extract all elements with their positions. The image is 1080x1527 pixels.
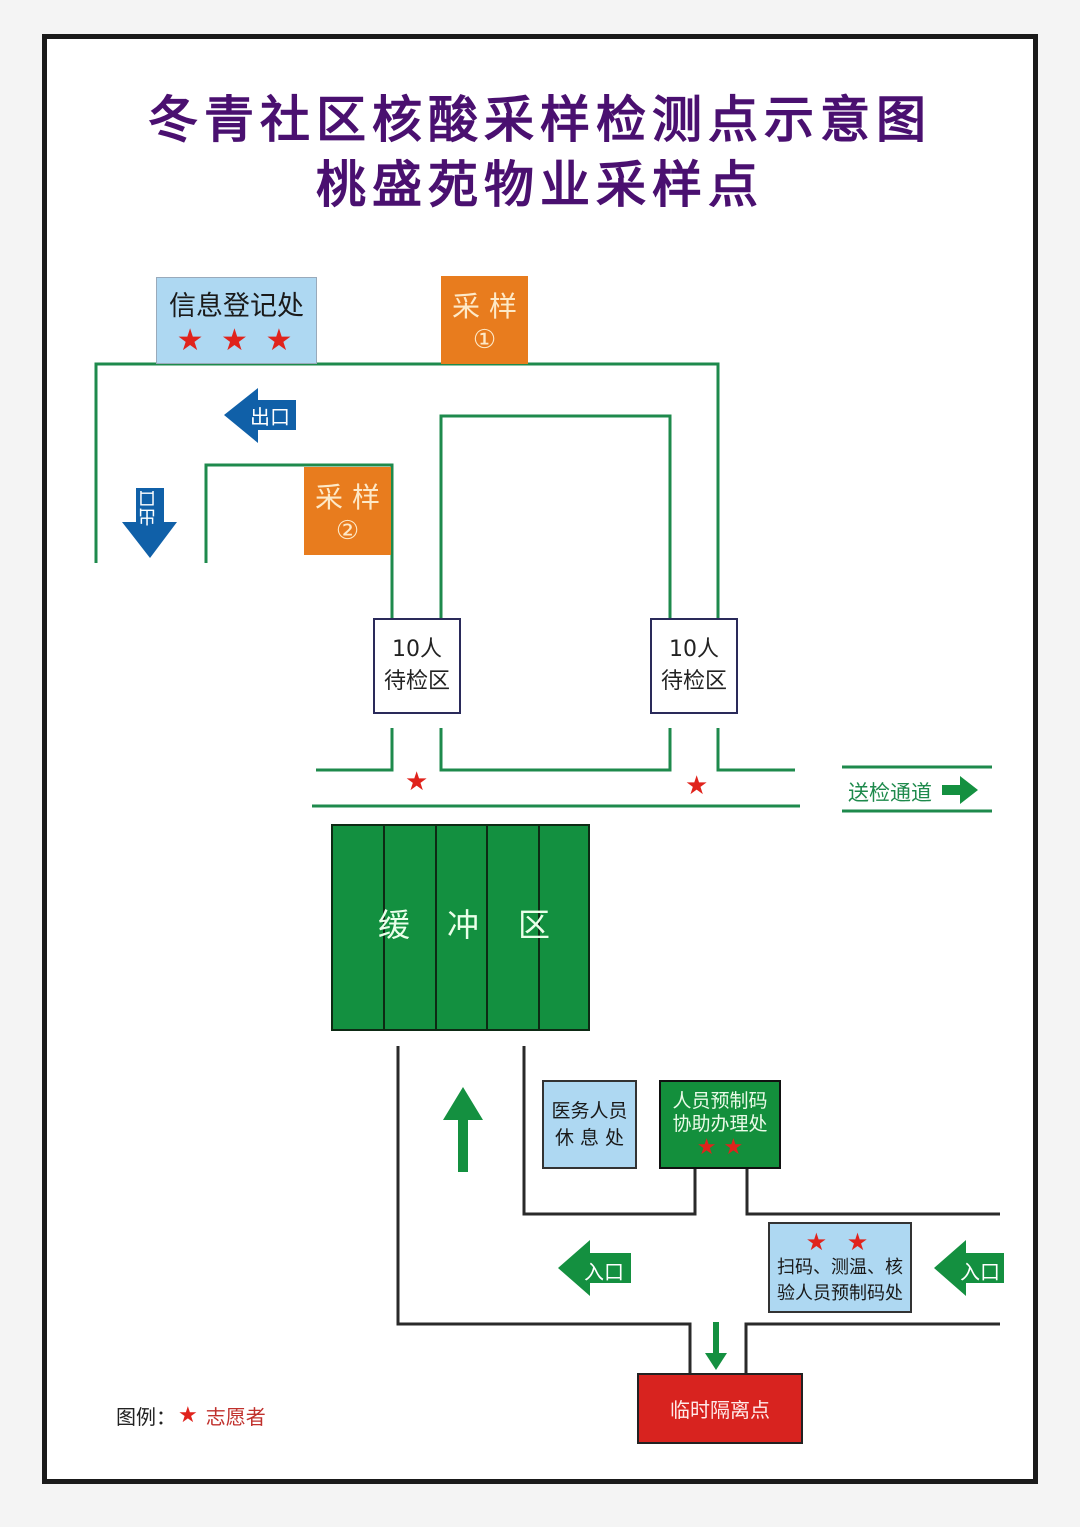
entry-inner-wall [522,1046,697,1216]
entry-right-lower-wall [744,1322,1000,1373]
exit-down-label: 出口 [138,490,159,526]
buffer-char-2: 冲 [447,906,480,944]
buffer-char-1: 缓 [378,906,411,944]
exit-down-arrow [122,488,177,558]
temporary-quarantine-point: 临时隔离点 [637,1373,803,1444]
waiting-left-label: 待检区 [383,669,450,694]
corridor-inner-sample2 [204,463,394,618]
legend-label: 图例： [116,1405,176,1429]
precode-assistance-desk: 人员预制码 协助办理处 ★ ★ [659,1080,781,1169]
sampling-2-label: 采 样 [315,481,380,514]
sampling-point-1: 采 样 ① [441,276,528,364]
precode-help-volunteer-stars: ★ ★ [696,1135,744,1160]
title-line-2: 桃盛苑物业采样点 [316,155,764,214]
precode-help-line-2: 协助办理处 [672,1113,768,1135]
entrance-mid-arrow [558,1240,631,1296]
buffer-lane-divider [486,826,488,1029]
exit-left-label: 出口 [250,405,290,429]
scan-temperature-check-desk: ★ ★ 扫码、测温、核 验人员预制码处 [768,1222,912,1313]
entry-left-wall [396,1046,692,1373]
exit-left-arrow [224,388,296,443]
channel-right-stub [716,728,795,772]
channel-left-stub [316,728,394,772]
buffer-zone: 缓 冲 区 [331,824,590,1031]
medical-staff-rest-area: 医务人员 休 息 处 [542,1080,637,1169]
legend-text: 志愿者 [205,1405,266,1429]
entrance-right-label: 入口 [960,1260,1000,1284]
scan-check-line-1: 扫码、测温、核 [777,1256,903,1278]
up-arrow [443,1087,483,1172]
waiting-right-capacity: 10人 [669,637,719,662]
quarantine-label: 临时隔离点 [670,1398,770,1422]
transport-arrow [942,776,978,804]
buffer-lane-divider [538,826,540,1029]
corridor-outer [94,362,720,618]
scan-check-line-2: 验人员预制码处 [777,1282,903,1304]
channel-middle [439,728,672,772]
sampling-1-label: 采 样 [452,290,517,323]
volunteer-star-right: ★ [685,771,709,801]
buffer-char-3: 区 [518,906,551,944]
waiting-area-left: 10人 待检区 [373,618,461,714]
corridor-inner-loop [439,414,672,618]
waiting-left-capacity: 10人 [392,637,442,662]
sampling-point-2: 采 样 ② [304,467,391,555]
registration-box: 信息登记处 ★ ★ ★ [156,277,317,364]
sampling-2-number: ② [335,516,360,546]
registration-label: 信息登记处 [169,290,304,322]
legend: 图例： ★ 志愿者 [116,1401,266,1430]
medical-rest-line-1: 医务人员 [551,1099,628,1122]
volunteer-star-left: ★ [405,767,429,797]
buffer-lane-divider [435,826,437,1029]
down-arrow [705,1322,727,1370]
sampling-1-number: ① [472,325,497,355]
scan-check-volunteer-stars: ★ ★ [805,1227,875,1256]
transport-label: 送检通道 [848,781,932,805]
precode-help-line-1: 人员预制码 [672,1090,768,1112]
buffer-lane-divider [383,826,385,1029]
title-line-1: 冬青社区核酸采样检测点示意图 [148,90,932,149]
medical-rest-line-2: 休 息 处 [554,1126,625,1149]
entry-right-upper-wall [745,1168,1000,1216]
registration-volunteer-stars: ★ ★ ★ [176,322,297,358]
waiting-area-right: 10人 待检区 [650,618,738,714]
waiting-right-label: 待检区 [660,669,727,694]
entrance-right-arrow [934,1240,1004,1296]
entrance-mid-label: 入口 [584,1260,624,1284]
legend-star-icon: ★ [178,1403,198,1428]
